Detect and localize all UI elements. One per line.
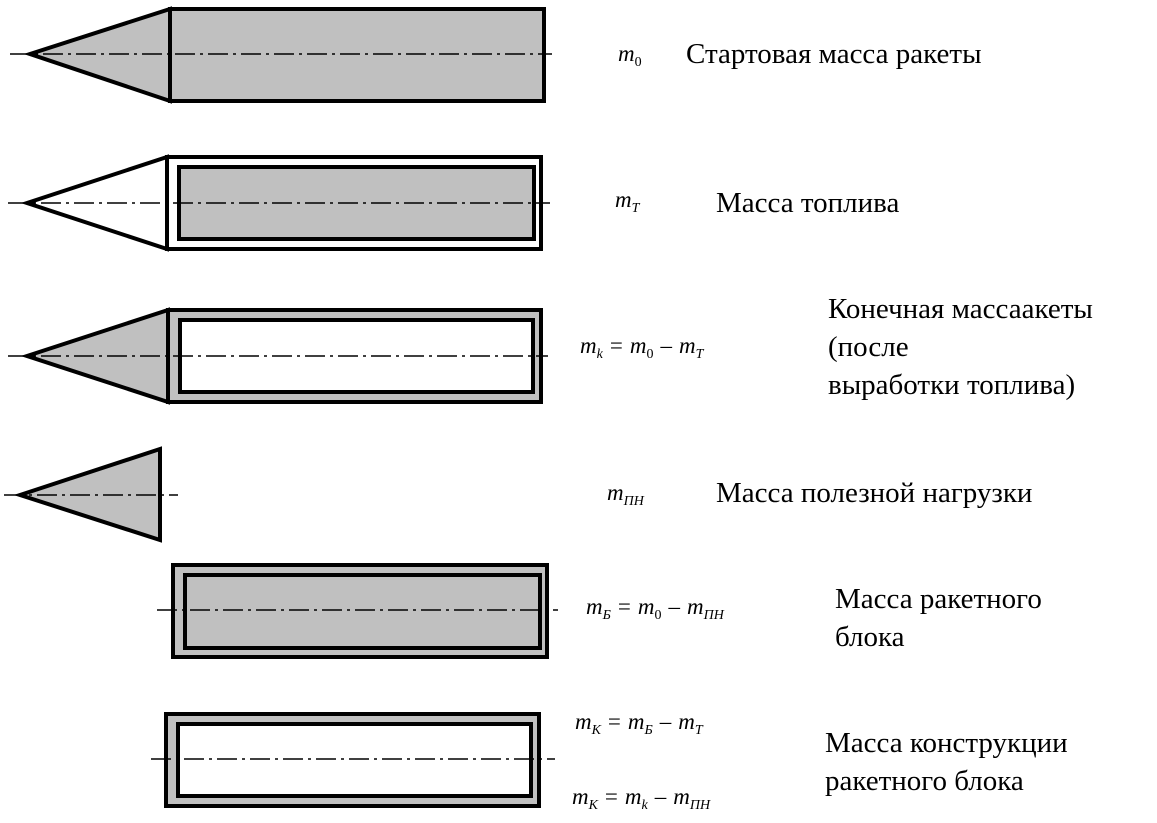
minus-sign: – [659, 709, 672, 734]
formula-block-mass: mБ=m0–mПН [586, 593, 724, 623]
label-fuel-mass: Масса топлива [716, 184, 899, 222]
symbol-m0: m0 [618, 40, 642, 70]
label-final-mass: Конечная массаакеты (после выработки топ… [828, 290, 1093, 404]
label-structure-mass: Масса конструкции ракетного блока [825, 724, 1068, 800]
label-line: Масса полезной нагрузки [716, 477, 1033, 509]
lhs-base: m [586, 594, 603, 619]
term-a-base: m [629, 333, 647, 358]
label-line: (после [828, 331, 909, 363]
equals-sign: = [607, 709, 621, 734]
payload-figure [4, 446, 178, 543]
minus-sign: – [654, 784, 667, 809]
equals-sign: = [617, 594, 631, 619]
symbol-base: m [615, 187, 632, 212]
symbol-subscript: ПН [623, 494, 644, 509]
lhs-base: m [580, 333, 597, 358]
term-b-base: m [673, 784, 690, 809]
label-line: Масса ракетного [835, 583, 1042, 615]
symbol-base: m [607, 480, 624, 505]
body-filled [168, 7, 546, 103]
term-a-subscript: k [641, 798, 648, 813]
term-b-subscript: ПН [703, 608, 724, 623]
label-line: блока [835, 621, 905, 653]
nose-cone-filled [23, 6, 172, 104]
term-b-subscript: T [695, 347, 704, 362]
structure-interior [176, 722, 533, 798]
label-line: Масса топлива [716, 187, 900, 219]
label-line: выработки топлива) [828, 369, 1076, 401]
lhs-base: m [572, 784, 589, 809]
minus-sign: – [660, 333, 672, 358]
label-payload-mass: Масса полезной нагрузки [716, 474, 1032, 512]
term-b-subscript: ПН [689, 798, 711, 813]
term-b-base: m [678, 333, 696, 358]
term-a-subscript: Б [644, 723, 653, 738]
minus-sign: – [668, 594, 681, 619]
symbol-mPN: mПН [607, 479, 644, 509]
symbol-base: m [618, 41, 635, 66]
equals-sign: = [604, 784, 618, 809]
block-fuel [183, 573, 542, 650]
lhs-subscript: К [588, 798, 598, 813]
lhs-subscript: К [591, 723, 601, 738]
fuel-figure [8, 154, 550, 252]
formula-final-mass: mk=m0–mT [580, 332, 704, 362]
label-line: Масса конструкции [825, 727, 1068, 759]
symbol-subscript: T [631, 201, 640, 216]
formula-structure-mass-1: mК=mБ–mT [575, 708, 703, 738]
lhs-subscript: Б [602, 608, 611, 623]
label-line: Стартовая масса ракеты [686, 38, 982, 70]
term-a-base: m [627, 709, 645, 734]
label-block-mass: Масса ракетного блока [835, 580, 1042, 656]
label-line: ракетного блока [825, 765, 1024, 797]
final-mass-figure [8, 307, 548, 405]
lhs-base: m [575, 709, 592, 734]
lhs-subscript: k [596, 347, 603, 362]
rocket-full-figure [10, 6, 552, 104]
rocket-block-figure [157, 563, 558, 659]
label-line: Конечная массаакеты [828, 293, 1093, 325]
equals-sign: = [609, 333, 623, 358]
term-b-base: m [687, 594, 704, 619]
symbol-subscript: 0 [634, 55, 642, 70]
term-a-base: m [637, 594, 655, 619]
symbol-mT: mT [615, 186, 640, 216]
term-a-base: m [624, 784, 642, 809]
label-start-mass: Стартовая масса ракеты [686, 35, 982, 73]
term-b-subscript: T [694, 723, 703, 738]
term-b-base: m [678, 709, 695, 734]
structure-figure [151, 712, 555, 808]
formula-structure-mass-2: mК=mk–mПН [572, 783, 711, 813]
term-a-subscript: 0 [654, 608, 662, 623]
term-a-subscript: 0 [646, 347, 654, 362]
